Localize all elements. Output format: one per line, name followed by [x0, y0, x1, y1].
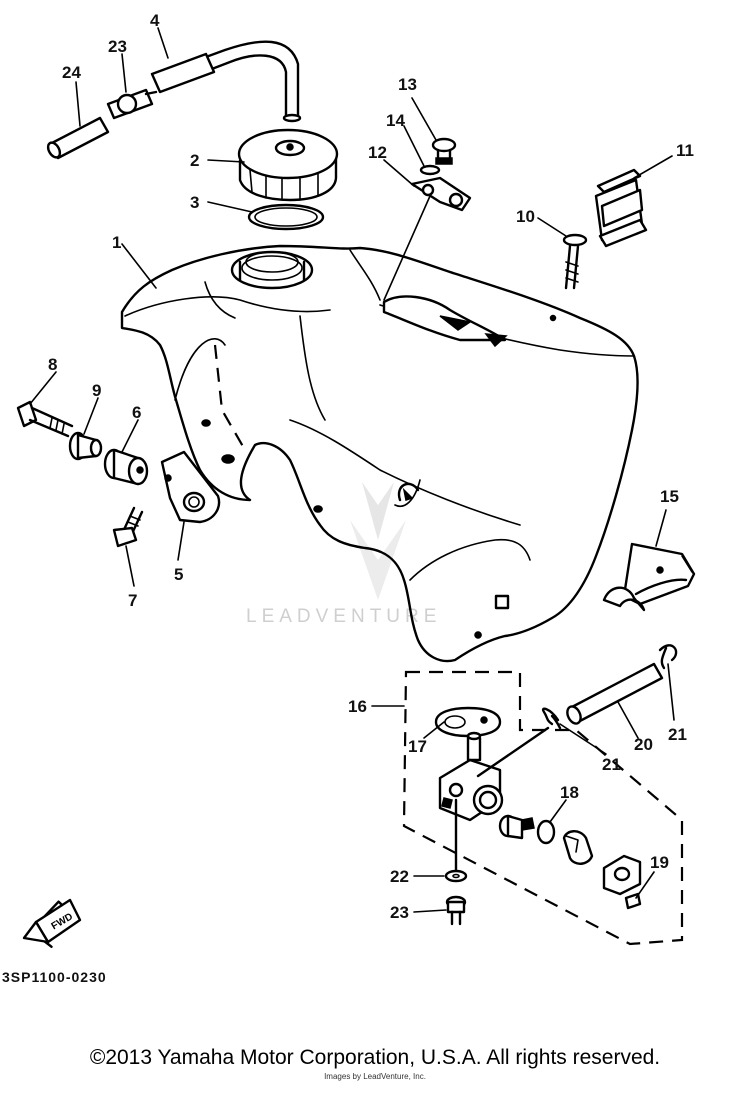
bracket-5 — [160, 450, 221, 524]
washer-22 — [444, 869, 468, 883]
copyright-notice: ©2013 Yamaha Motor Corporation, U.S.A. A… — [89, 1046, 661, 1069]
callout-24: 23 — [108, 37, 127, 56]
fuel-cap — [237, 128, 339, 202]
callout-25: 24 — [62, 63, 81, 82]
callout-14: 14 — [386, 111, 405, 130]
lever-18 — [498, 814, 594, 865]
callout-9: 9 — [92, 381, 101, 400]
clip-21-right — [658, 644, 678, 670]
callout-7: 7 — [128, 591, 137, 610]
damper-6 — [103, 448, 149, 486]
collar-9 — [68, 431, 103, 461]
callout-2: 2 — [190, 151, 199, 170]
breather-pipe — [46, 116, 110, 160]
check-valve — [106, 88, 158, 120]
callout-10: 10 — [516, 207, 535, 226]
callout-15: 15 — [660, 487, 679, 506]
breather-hose — [150, 40, 302, 123]
callout-20: 20 — [634, 735, 653, 754]
fuel-tank — [120, 244, 639, 663]
callout-22: 22 — [390, 867, 409, 886]
damper-11 — [594, 168, 648, 248]
callout-18: 18 — [560, 783, 579, 802]
bolt-8 — [16, 400, 74, 438]
callout-5: 5 — [174, 565, 183, 584]
callout-16: 16 — [348, 697, 367, 716]
callout-23: 23 — [390, 903, 409, 922]
callout-1: 1 — [112, 233, 121, 252]
plate-19 — [602, 854, 642, 910]
bracket-12 — [410, 176, 472, 212]
callout-8: 8 — [48, 355, 57, 374]
callouts: 4 23 24 2 3 1 13 14 12 10 11 8 9 6 5 7 — [29, 11, 694, 922]
callout-3: 3 — [190, 193, 199, 212]
callout-19: 19 — [650, 853, 669, 872]
callout-6: 6 — [132, 403, 141, 422]
callout-17: 17 — [408, 737, 427, 756]
fwd-arrow: FWD — [22, 898, 82, 948]
gasket-17 — [434, 706, 502, 738]
clip-21-left — [541, 707, 562, 730]
fuel-cock — [438, 726, 550, 872]
bolt-7 — [112, 506, 144, 548]
screw-23 — [445, 895, 467, 926]
cap-gasket — [247, 203, 325, 231]
watermark-text: LEADVENTURE — [246, 606, 441, 627]
callout-21-left: 21 — [602, 755, 621, 774]
washer-14 — [419, 164, 441, 176]
callout-21-right: 21 — [668, 725, 687, 744]
callout-13: 13 — [398, 75, 417, 94]
callout-12: 12 — [368, 143, 387, 162]
callout-4: 4 — [150, 11, 160, 30]
watermark: LEADVENTURE — [246, 482, 441, 627]
callout-11: 11 — [676, 141, 694, 160]
diagram-code: 3SP1100-0230 — [2, 969, 107, 985]
image-credit: Images by LeadVenture, Inc. — [324, 1072, 426, 1081]
bracket-15 — [602, 542, 696, 612]
bolt-10 — [549, 233, 588, 322]
exploded-view: LEADVENTURE — [2, 11, 696, 985]
fuel-pipe-20 — [566, 662, 664, 725]
screw-13 — [431, 137, 457, 165]
